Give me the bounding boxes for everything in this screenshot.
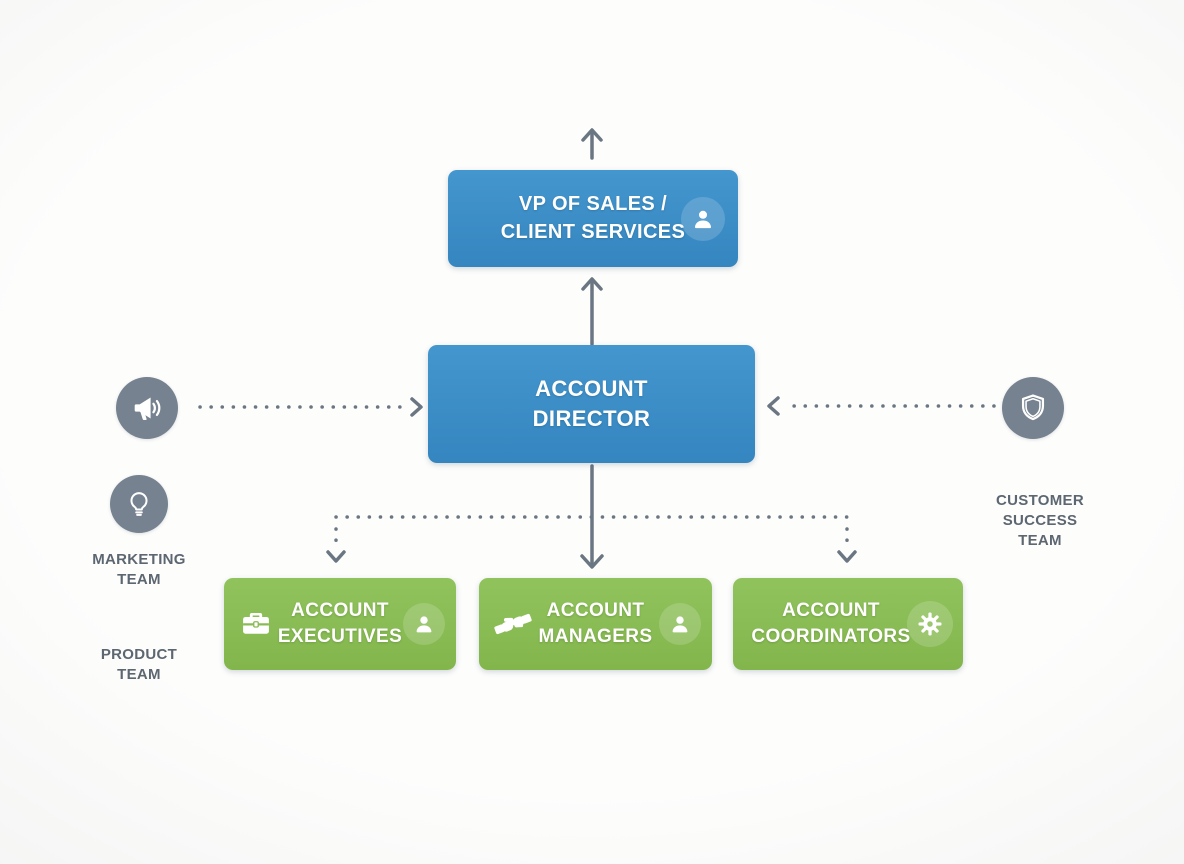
customer-success-line3: TEAM [1018,532,1062,549]
customer-success-line2: SUCCESS [1002,512,1078,529]
dotted-branch-line [326,515,857,563]
briefcase-icon [238,606,274,642]
arrow-up-top [581,128,603,160]
person-icon [681,196,725,241]
person-icon [403,603,445,645]
account-coordinators-line1: ACCOUNT [782,599,880,621]
node-account-director: ACCOUNT DIRECTOR [428,345,755,463]
vp-label-line1: VP OF SALES / [518,192,668,215]
dotted-arrow-customer-success-to-director [767,396,996,416]
node-account-managers: ACCOUNT MANAGERS [479,578,712,670]
account-coordinators-line2: COORDINATORS [751,626,911,647]
account-coordinators-label: ACCOUNT COORDINATORS [737,598,958,650]
account-managers-line2: MANAGERS [538,626,653,647]
product-team-label: PRODUCT TEAM [69,645,209,685]
product-team-line2: TEAM [117,666,161,683]
marketing-team-line1: MARKETING [92,551,186,568]
marketing-team-line2: TEAM [117,571,161,588]
dotted-arrow-marketing-to-director [198,397,423,417]
vp-label-line2: CLIENT SERVICES [500,220,686,243]
arrow-director-to-managers [580,464,604,569]
account-director-line1: ACCOUNT [535,375,648,401]
node-account-executives: ACCOUNT EXECUTIVES [224,578,456,670]
node-vp-of-sales-client-services: VP OF SALES / CLIENT SERVICES [448,170,738,267]
product-team-line1: PRODUCT [100,646,178,663]
gear-icon [907,601,953,647]
megaphone-icon [116,377,178,439]
account-director-label: ACCOUNT DIRECTOR [533,374,651,435]
customer-success-line1: CUSTOMER [996,492,1084,509]
marketing-team-label: MARKETING TEAM [69,550,209,590]
arrow-director-to-vp [581,277,603,346]
node-account-coordinators: ACCOUNT COORDINATORS [733,578,963,670]
handshake-icon [493,604,533,644]
customer-success-team-label: CUSTOMER SUCCESS TEAM [970,491,1110,551]
vp-label: VP OF SALES / CLIENT SERVICES [501,191,686,246]
account-executives-line1: ACCOUNT [291,599,389,621]
account-executives-label: ACCOUNT EXECUTIVES [278,598,402,650]
account-director-line2: DIRECTOR [532,406,651,431]
person-icon [659,603,701,645]
account-executives-line2: EXECUTIVES [277,626,403,647]
lightbulb-icon [110,475,168,533]
shield-icon [1002,377,1064,439]
account-managers-line1: ACCOUNT [546,599,645,621]
account-managers-label: ACCOUNT MANAGERS [538,598,652,650]
